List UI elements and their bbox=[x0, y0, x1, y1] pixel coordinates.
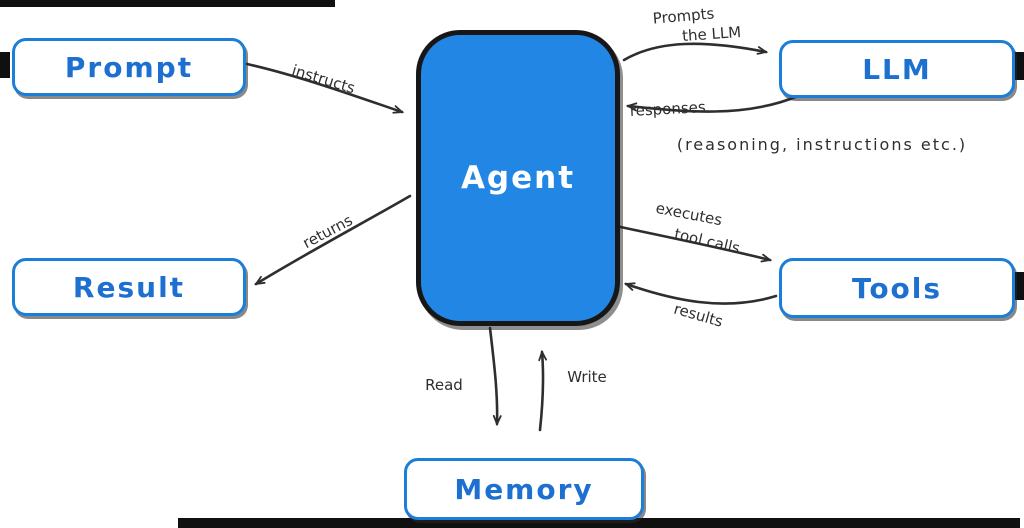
node-llm-label: LLM bbox=[862, 52, 932, 86]
arrow-tools-to-agent bbox=[623, 282, 778, 305]
node-result-label: Result bbox=[72, 270, 186, 304]
node-memory: Memory bbox=[404, 458, 644, 520]
arrow-llm-to-agent bbox=[625, 94, 800, 113]
matte-artifact-bar bbox=[178, 518, 1020, 528]
node-prompt-label: Prompt bbox=[64, 50, 194, 84]
node-memory-label: Memory bbox=[454, 472, 594, 506]
matte-artifact-bar bbox=[1014, 52, 1024, 80]
edge-label-agent-to-result: returns bbox=[300, 211, 356, 252]
node-agent: Agent bbox=[416, 30, 620, 326]
node-result: Result bbox=[12, 258, 246, 316]
arrow-memory-to-agent-right bbox=[538, 349, 548, 432]
node-agent-label: Agent bbox=[460, 160, 576, 196]
node-prompt: Prompt bbox=[12, 38, 246, 96]
edge-label-tools-to-agent: results bbox=[672, 300, 725, 331]
edge-label-llm-to-agent-line2: (reasoning, instructions etc.) bbox=[677, 135, 967, 154]
matte-artifact-bar bbox=[0, 0, 335, 7]
edge-label-agent-to-llm-line1: Prompts bbox=[652, 4, 715, 27]
edge-label-agent-to-tools-line1: executes bbox=[654, 199, 724, 230]
edge-label-memory-write: Write bbox=[567, 368, 607, 386]
matte-artifact-bar bbox=[1014, 272, 1024, 300]
arrow-agent-to-llm bbox=[622, 42, 769, 62]
node-tools: Tools bbox=[779, 258, 1015, 318]
arrow-agent-to-tools bbox=[614, 224, 773, 263]
arrow-prompt-to-agent bbox=[245, 62, 405, 114]
matte-artifact-bar bbox=[0, 52, 10, 78]
node-llm: LLM bbox=[779, 40, 1015, 98]
arrow-agent-to-result bbox=[254, 194, 412, 286]
arrow-agent-to-memory-left bbox=[488, 326, 502, 427]
edge-label-agent-to-llm-line2: the LLM bbox=[682, 23, 742, 45]
edge-label-prompt-to-agent: instructs bbox=[290, 61, 358, 97]
edge-label-llm-to-agent-line1: responses bbox=[629, 98, 706, 120]
node-tools-label: Tools bbox=[851, 271, 943, 305]
edge-label-memory-read: Read bbox=[425, 376, 463, 394]
edge-label-agent-to-tools-line2: tool calls bbox=[673, 225, 742, 258]
